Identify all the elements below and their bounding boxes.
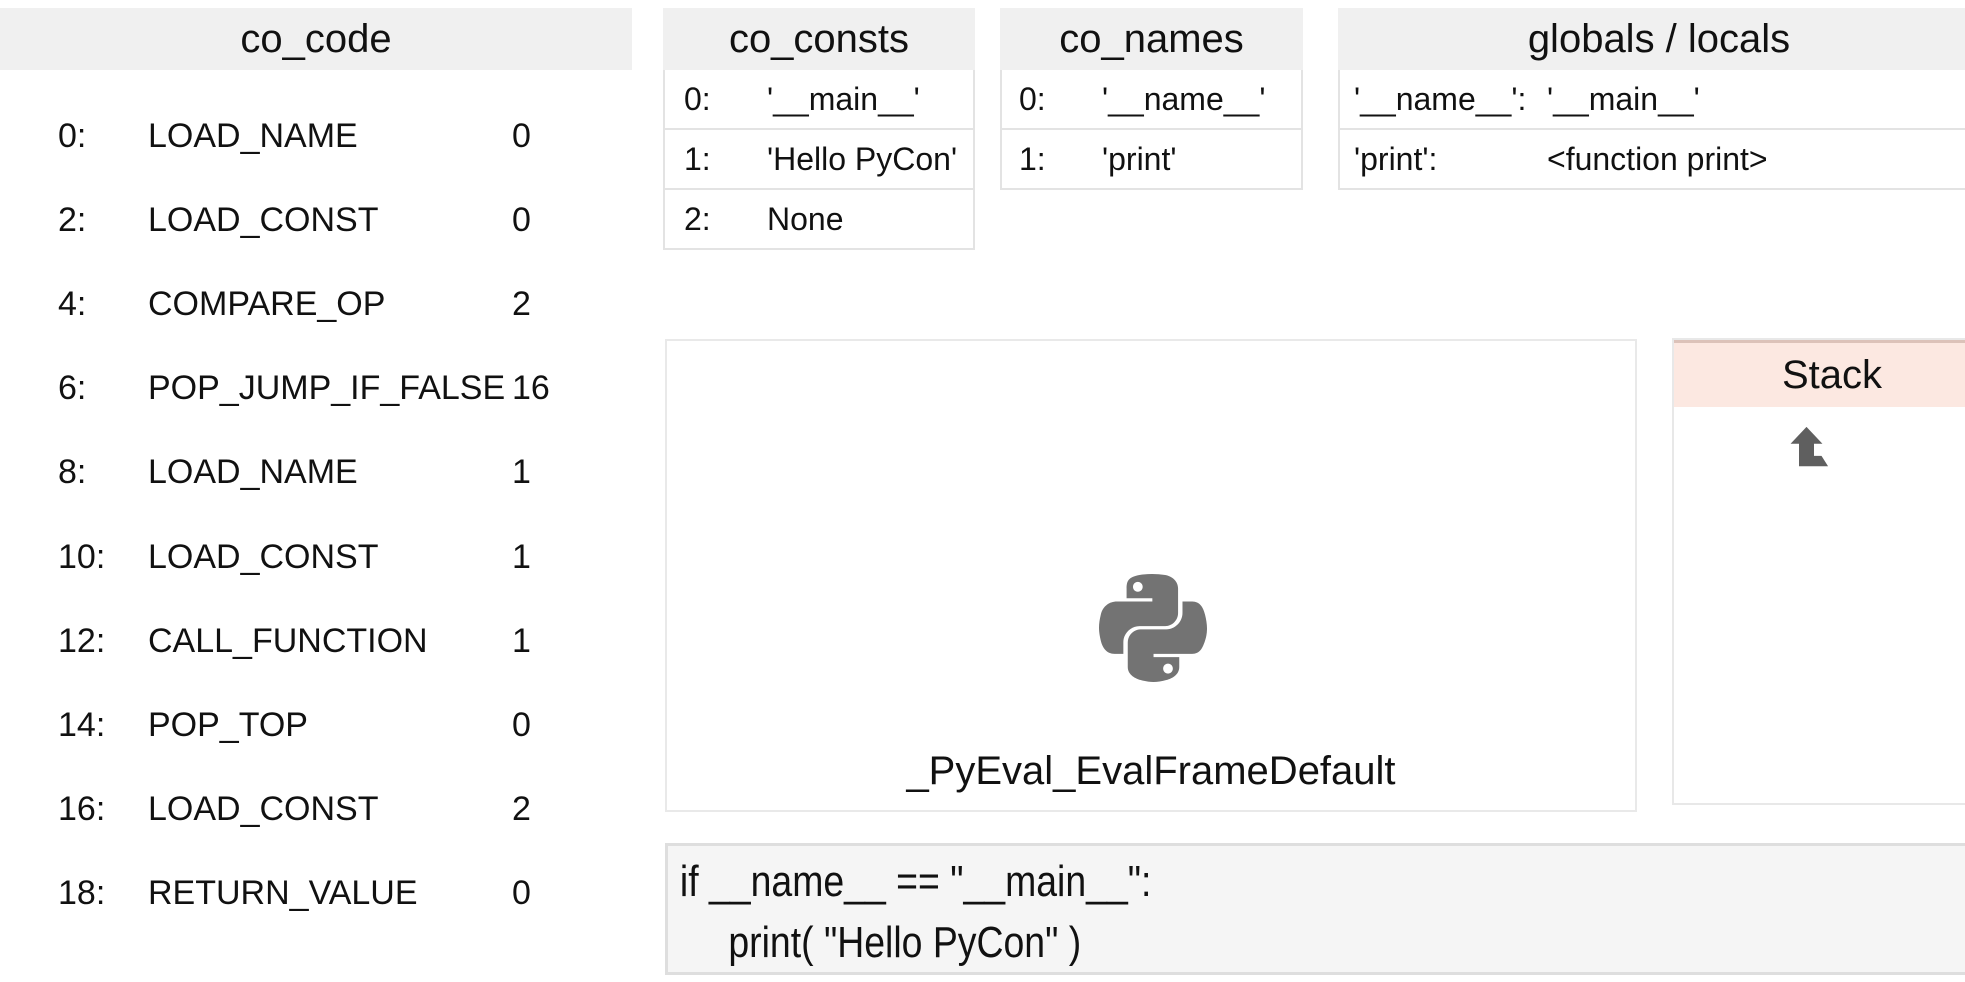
bytecode-row: 6: POP_JUMP_IF_FALSE 16 xyxy=(0,347,632,431)
table-row: 0: '__name__' xyxy=(1000,70,1303,130)
bytecode-arg: 16 xyxy=(512,369,550,408)
bytecode-offset: 14: xyxy=(58,705,106,744)
bytecode-arg: 0 xyxy=(512,116,531,155)
const-value: None xyxy=(767,200,844,237)
bytecode-row: 0: LOAD_NAME 0 xyxy=(0,94,632,178)
bytecode-row: 4: COMPARE_OP 2 xyxy=(0,262,632,346)
name-value: '__name__' xyxy=(1102,80,1266,117)
bytecode-opcode: COMPARE_OP xyxy=(148,284,386,323)
bytecode-row: 12: CALL_FUNCTION 1 xyxy=(0,599,632,683)
bytecode-offset: 4: xyxy=(58,284,87,323)
bytecode-offset: 0: xyxy=(58,116,87,155)
stack-panel: Stack xyxy=(1672,338,1965,805)
const-index: 0: xyxy=(684,80,711,117)
eval-frame-box: _PyEval_EvalFrameDefault xyxy=(665,339,1637,812)
bytecode-opcode: LOAD_NAME xyxy=(148,116,358,155)
python-icon xyxy=(1098,566,1208,690)
name-index: 1: xyxy=(1019,140,1046,177)
table-row: '__name__': '__main__' xyxy=(1338,70,1965,130)
bytecode-offset: 12: xyxy=(58,621,106,660)
bytecode-opcode: POP_TOP xyxy=(148,705,308,744)
bytecode-row: 18: RETURN_VALUE 0 xyxy=(0,852,632,936)
const-index: 2: xyxy=(684,200,711,237)
co-consts-header: co_consts xyxy=(663,8,975,70)
co-consts-table: co_consts 0: '__main__' 1: 'Hello PyCon'… xyxy=(663,8,975,250)
globals-key: 'print': xyxy=(1354,140,1438,177)
bytecode-opcode: LOAD_NAME xyxy=(148,453,358,492)
bytecode-offset: 2: xyxy=(58,200,87,239)
bytecode-row: 16: LOAD_CONST 2 xyxy=(0,768,632,852)
co-names-title: co_names xyxy=(1059,16,1244,61)
co-names-header: co_names xyxy=(1000,8,1303,70)
name-index: 0: xyxy=(1019,80,1046,117)
bytecode-arg: 1 xyxy=(512,621,531,660)
bytecode-arg: 0 xyxy=(512,200,531,239)
const-value: '__main__' xyxy=(767,80,920,117)
bytecode-arg: 1 xyxy=(512,537,531,576)
bytecode-opcode: CALL_FUNCTION xyxy=(148,621,428,660)
bytecode-offset: 6: xyxy=(58,369,87,408)
bytecode-arg: 2 xyxy=(512,790,531,829)
table-row: 0: '__main__' xyxy=(663,70,975,130)
bytecode-opcode: LOAD_CONST xyxy=(148,790,379,829)
bytecode-opcode: POP_JUMP_IF_FALSE xyxy=(148,369,506,408)
bytecode-arg: 1 xyxy=(512,453,531,492)
source-code-box: if __name__ == "__main__": print( "Hello… xyxy=(665,843,1965,975)
bytecode-offset: 10: xyxy=(58,537,106,576)
bytecode-row: 8: LOAD_NAME 1 xyxy=(0,431,632,515)
table-row: 'print': <function print> xyxy=(1338,130,1965,190)
bytecode-row: 14: POP_TOP 0 xyxy=(0,683,632,767)
globals-value: <function print> xyxy=(1547,140,1768,177)
co-consts-title: co_consts xyxy=(728,16,910,61)
globals-key: '__name__': xyxy=(1354,80,1527,117)
name-value: 'print' xyxy=(1102,140,1177,177)
co-names-table: co_names 0: '__name__' 1: 'print' xyxy=(1000,8,1303,190)
source-code-line: if __name__ == "__main__": xyxy=(679,857,1152,906)
bytecode-offset: 18: xyxy=(58,874,106,913)
bytecode-opcode: LOAD_CONST xyxy=(148,200,379,239)
const-value: 'Hello PyCon' xyxy=(767,140,958,177)
bytecode-opcode: LOAD_CONST xyxy=(148,537,379,576)
globals-locals-header: globals / locals xyxy=(1338,8,1965,70)
bytecode-offset: 16: xyxy=(58,790,106,829)
co-code-header: co_code xyxy=(0,8,632,70)
globals-value: '__main__' xyxy=(1547,80,1700,117)
eval-frame-label: _PyEval_EvalFrameDefault xyxy=(906,749,1396,793)
bytecode-arg: 0 xyxy=(512,705,531,744)
level-up-arrow-icon xyxy=(1784,424,1829,469)
bytecode-arg: 2 xyxy=(512,284,531,323)
bytecode-arg: 0 xyxy=(512,874,531,913)
stack-header: Stack xyxy=(1674,340,1965,407)
table-row: 1: 'Hello PyCon' xyxy=(663,130,975,190)
bytecode-opcode: RETURN_VALUE xyxy=(148,874,418,913)
bytecode-row: 2: LOAD_CONST 0 xyxy=(0,178,632,262)
const-index: 1: xyxy=(684,140,711,177)
table-row: 2: None xyxy=(663,190,975,250)
co-code-rows: 0: LOAD_NAME 0 2: LOAD_CONST 0 4: COMPAR… xyxy=(0,94,632,936)
globals-locals-title: globals / locals xyxy=(1527,16,1791,61)
table-row: 1: 'print' xyxy=(1000,130,1303,190)
globals-locals-table: globals / locals '__name__': '__main__' … xyxy=(1338,8,1965,190)
co-code-title: co_code xyxy=(240,16,392,61)
bytecode-offset: 8: xyxy=(58,453,87,492)
stack-title: Stack xyxy=(1781,352,1883,397)
bytecode-row: 10: LOAD_CONST 1 xyxy=(0,515,632,599)
source-code-line: print( "Hello PyCon" ) xyxy=(728,918,1082,967)
